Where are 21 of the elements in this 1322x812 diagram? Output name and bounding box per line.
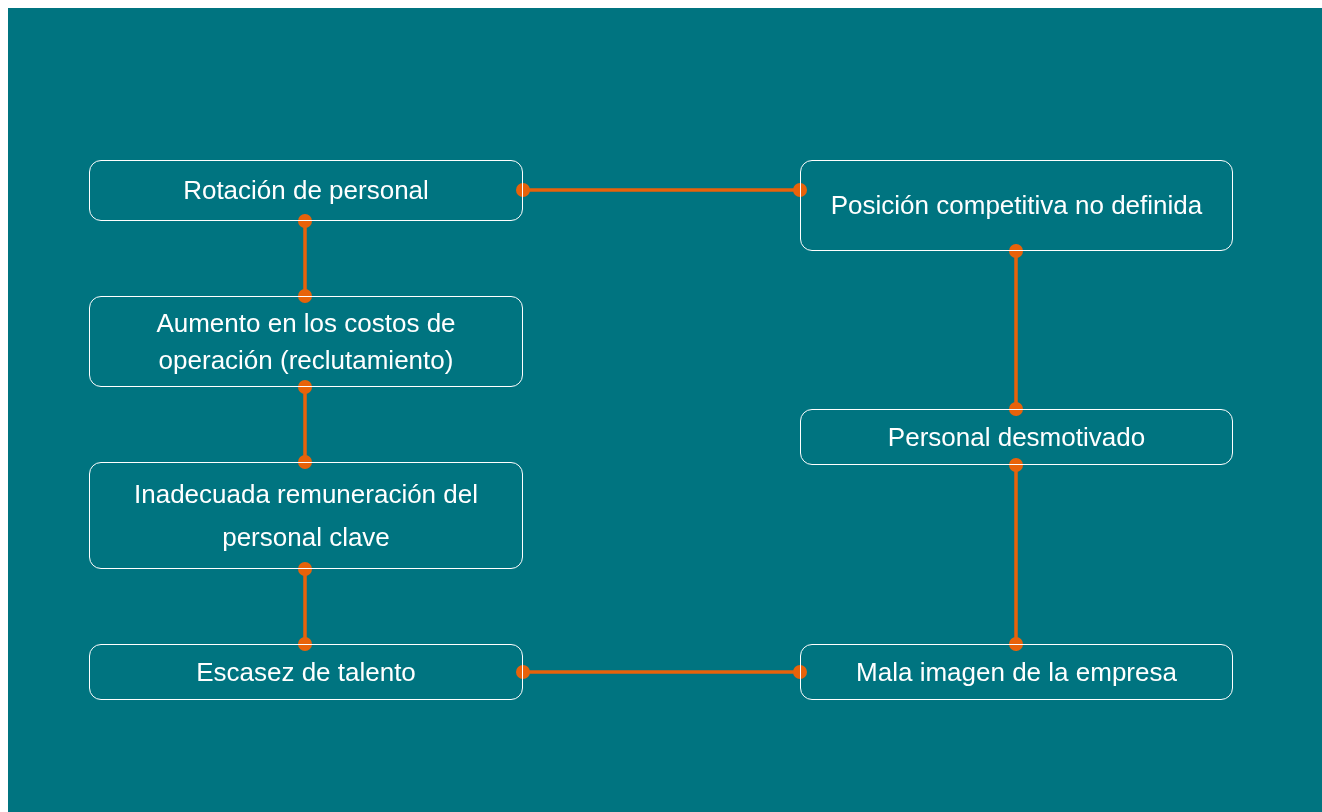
process-box bbox=[800, 160, 1233, 251]
process-box bbox=[89, 644, 523, 700]
box-label: Escasez de talento bbox=[195, 655, 417, 689]
connector-line bbox=[1009, 244, 1023, 416]
box-label: Aumento en los costos de operación (reclutamiento) bbox=[155, 307, 457, 377]
process-box bbox=[89, 462, 523, 569]
connector-line bbox=[298, 562, 312, 651]
box-label: Personal desmotivado bbox=[886, 420, 1147, 454]
process-box bbox=[800, 409, 1233, 465]
box-label: Mala imagen de la empresa bbox=[855, 655, 1178, 689]
connector-line bbox=[298, 380, 312, 469]
connector-line bbox=[1009, 458, 1023, 651]
box-label: Rotación de personal bbox=[182, 174, 430, 208]
box-label: Posición competitiva no definida bbox=[829, 189, 1204, 223]
process-box bbox=[89, 296, 523, 387]
connector-line bbox=[298, 214, 312, 303]
connector-line bbox=[516, 183, 807, 197]
connector-line bbox=[516, 665, 807, 679]
process-box bbox=[89, 160, 523, 221]
process-box bbox=[800, 644, 1233, 700]
box-label: Inadecuada remuneración del personal clave bbox=[133, 477, 479, 554]
